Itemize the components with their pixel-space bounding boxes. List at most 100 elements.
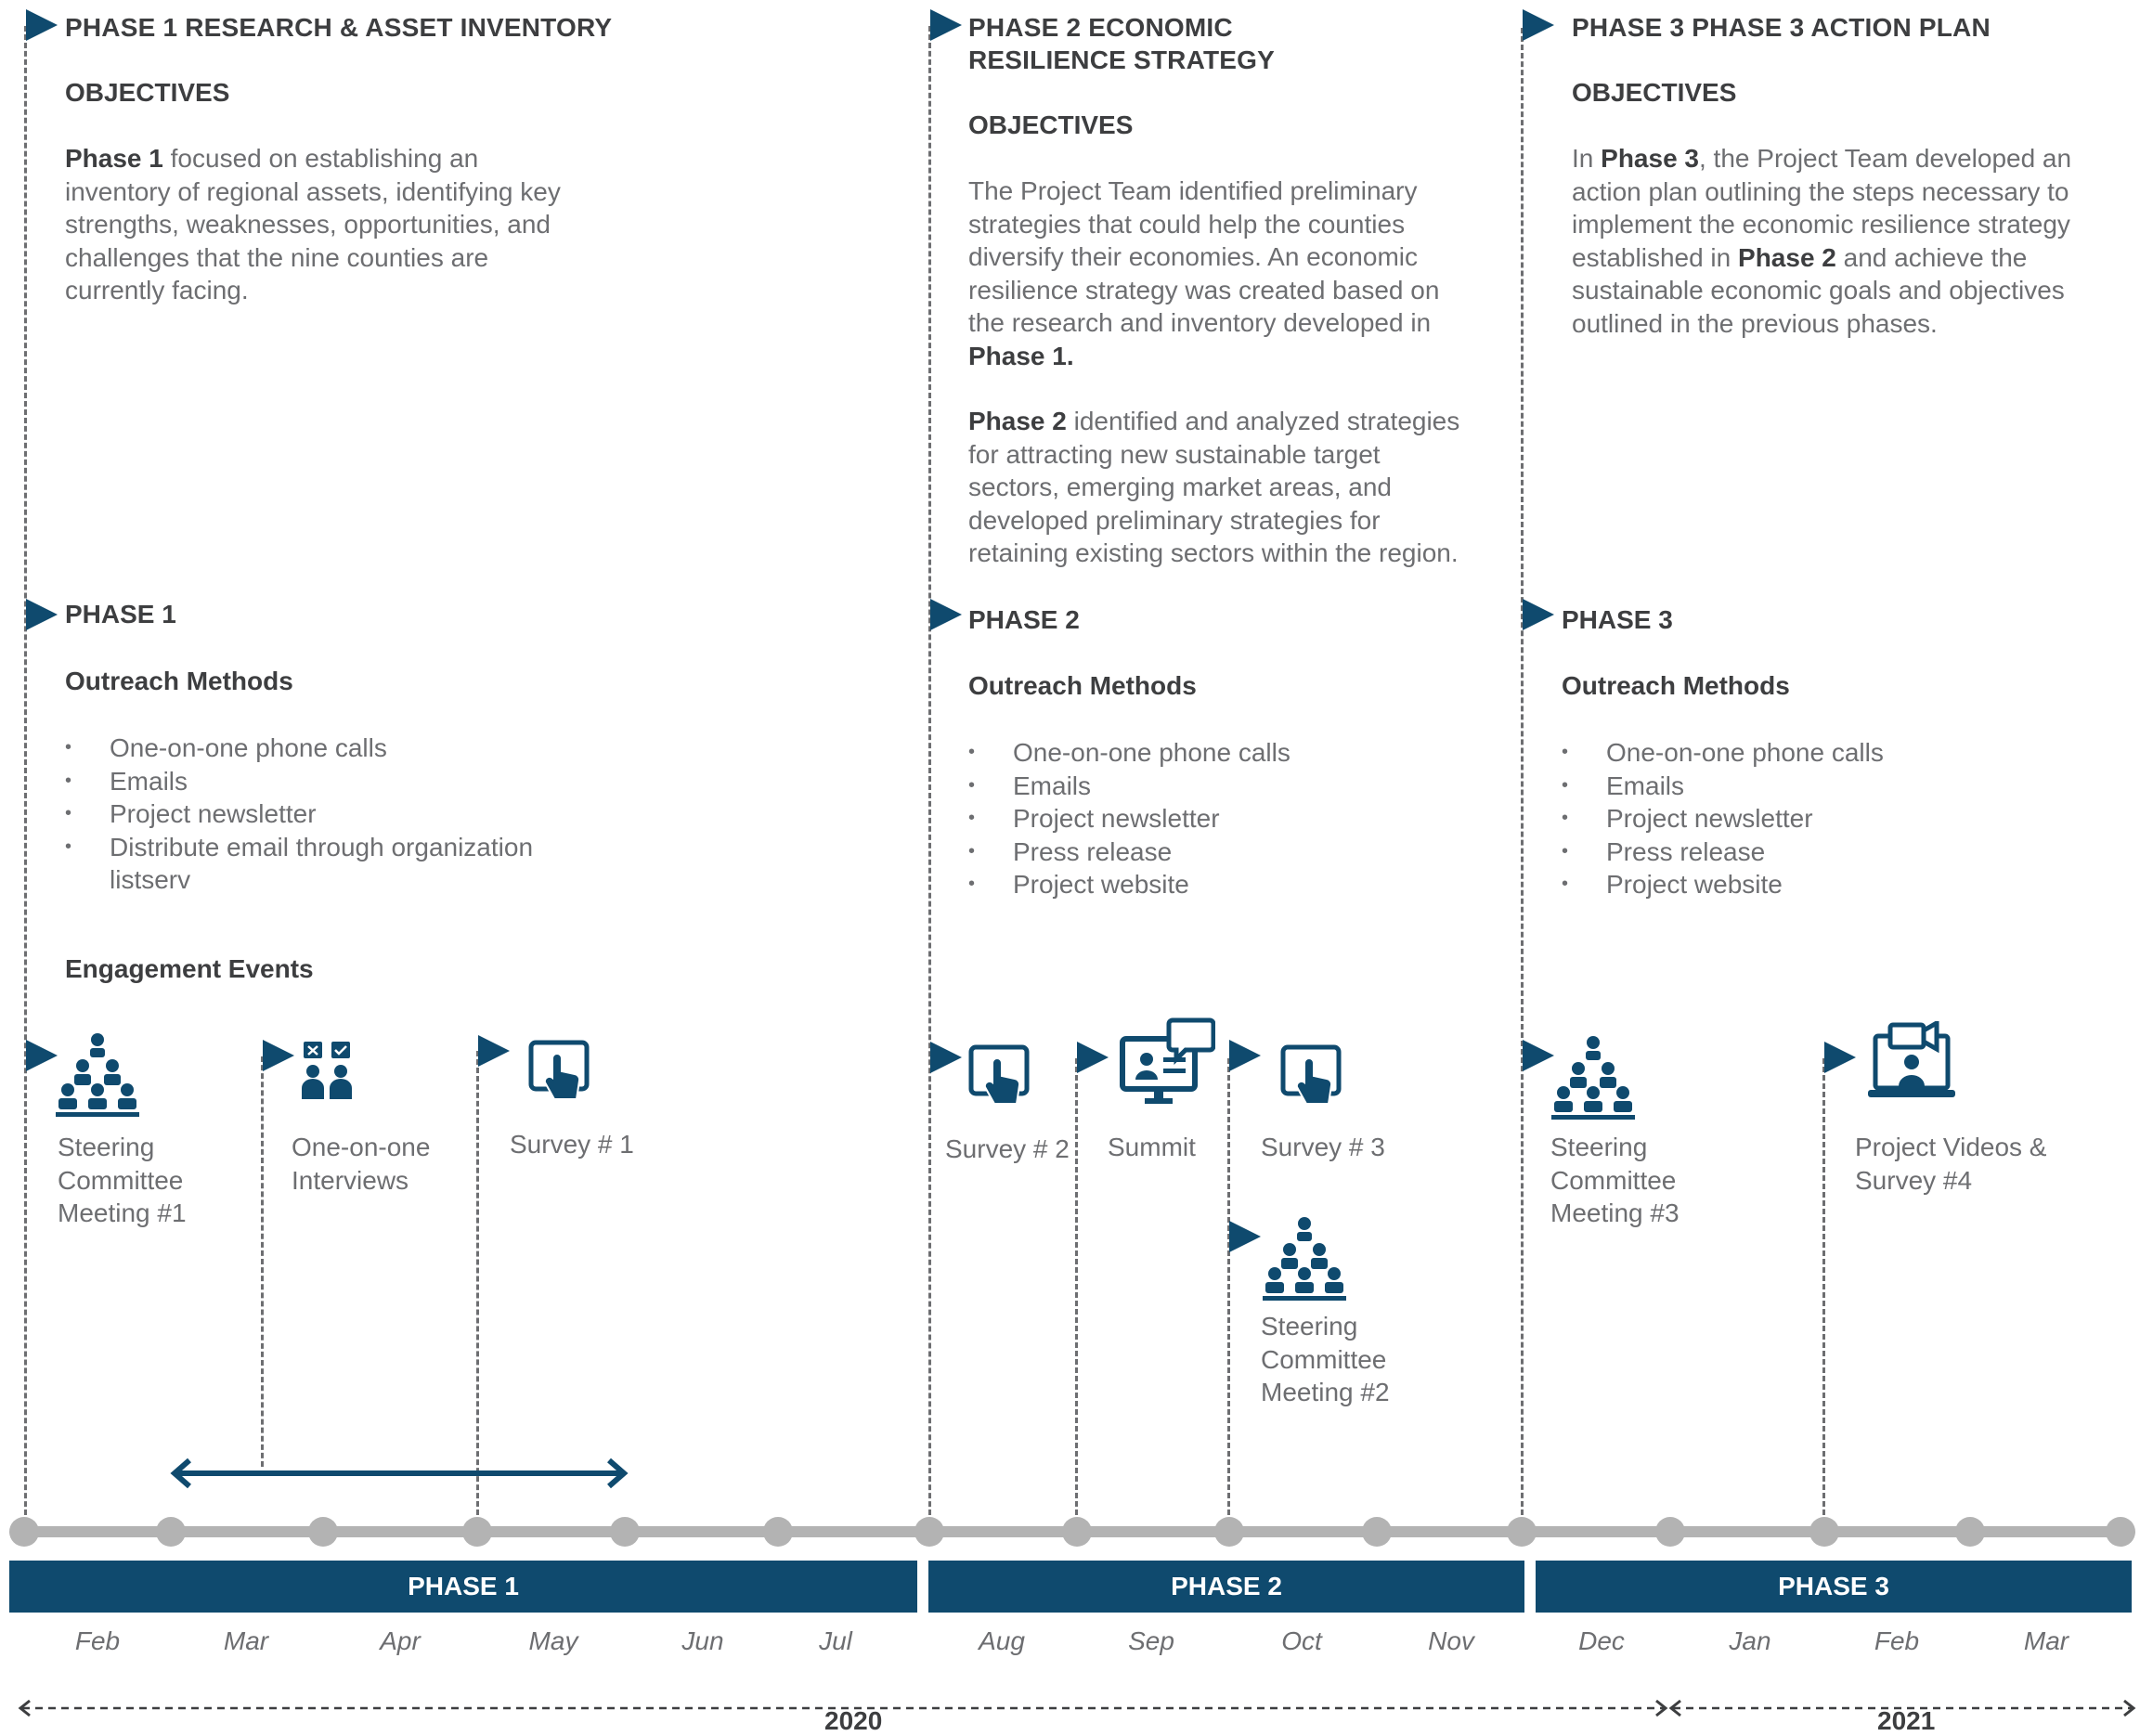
list-item: One-on-one phone calls [1562,736,2044,770]
event-label-survey-1: Survey # 1 [510,1130,634,1159]
year-2020-range-arrow-icon [18,1699,1668,1717]
phase2-outreach-flag-icon [930,599,962,630]
phase3-title: PHASE 3 PHASE 3 ACTION PLAN [1572,13,1991,42]
video-laptop-icon [1868,1021,1955,1097]
phase2-title: PHASE 2 ECONOMIC RESILIENCE STRATEGY [968,13,1275,74]
meeting-group-icon [1263,1217,1346,1301]
phase1-divider-line [24,26,27,1532]
summit-marker-line [1075,1058,1078,1532]
list-item: One-on-one phone calls [968,736,1451,770]
month-label: Jan [1729,1626,1771,1655]
event3-flag-icon [478,1035,510,1067]
event4-flag-icon [930,1042,962,1073]
videos-marker-line [1822,1058,1825,1532]
event-label-interviews: One-on-one Interviews [292,1133,431,1195]
timeline-dot [1809,1517,1839,1547]
event-label-summit: Summit [1108,1133,1196,1161]
phase2-objectives-label: OBJECTIVES [968,110,1134,139]
phase2-bar: PHASE 2 [928,1561,1524,1613]
phase2-outreach-label: Outreach Methods [968,671,1197,700]
timeline-dot [610,1517,640,1547]
month-label: Feb [74,1626,121,1655]
phase3-outreach-title: PHASE 3 [1562,605,1673,634]
event5-flag-icon [1077,1042,1109,1073]
phase3-objectives-text: In Phase 3, the Project Team developed a… [1572,144,2072,338]
survey1-marker-line [476,1051,479,1532]
survey-tap-icon [528,1040,590,1100]
phase3-flag-icon [1523,9,1554,41]
phase1-outreach-flag-icon [26,599,58,630]
list-item: Emails [65,765,566,798]
event-label-videos: Project Videos & Survey #4 [1855,1133,2047,1195]
phase1-flag-icon [26,9,58,41]
phase1-objectives-text: Phase 1 focused on establishing an inven… [65,144,561,304]
event-label-steering-3: Steering Committee Meeting #3 [1550,1133,1680,1227]
phase3-divider-line [1521,28,1524,1532]
event-label-survey-2: Survey # 2 [945,1134,1070,1163]
list-item: Project website [968,868,1451,901]
phase2-divider-line [928,26,931,1532]
event6-flag-icon [1229,1040,1261,1071]
list-item: Emails [1562,770,2044,803]
month-label: Mar [223,1626,269,1655]
event-label-steering-2: Steering Committee Meeting #2 [1261,1312,1390,1406]
list-item: Distribute email through organization li… [65,831,566,897]
interview-span-double-arrow-icon [170,1457,629,1489]
phase3-objectives-label: OBJECTIVES [1572,78,1737,107]
year-2021-range-arrow-icon [1668,1699,2136,1717]
event2-flag-icon [263,1040,294,1071]
phase3-outreach-flag-icon [1523,599,1554,630]
timeline-dot [462,1517,492,1547]
event8-flag-icon [1523,1040,1554,1071]
phase2-objectives-para2: Phase 2 identified and analyzed strategi… [968,407,1460,567]
timeline-dot [1362,1517,1392,1547]
engagement-events-label: Engagement Events [65,954,314,983]
list-item: Project newsletter [65,797,566,831]
timeline-dot [763,1517,793,1547]
phase1-objectives-label: OBJECTIVES [65,78,230,107]
meeting-group-icon [56,1033,139,1117]
month-label: Jul [819,1626,852,1655]
event1-flag-icon [26,1040,58,1071]
list-item: Press release [968,836,1451,869]
phase3-outreach-list: One-on-one phone calls Emails Project ne… [1562,736,2044,901]
month-label: Nov [1428,1626,1474,1655]
month-label: Jun [681,1626,724,1655]
timeline-dot [1655,1517,1685,1547]
timeline-dot [1507,1517,1537,1547]
year-label-2021: 2021 [1877,1706,1936,1735]
interview-icon [302,1042,352,1099]
timeline-dot [1062,1517,1092,1547]
list-item: Emails [968,770,1451,803]
summit-computer-icon [1120,1017,1215,1104]
month-label: Sep [1128,1626,1174,1655]
year-label-2020: 2020 [824,1706,883,1735]
interviews-marker-line [261,1056,264,1467]
phase1-outreach-list: One-on-one phone calls Emails Project ne… [65,732,566,897]
month-label: Apr [380,1626,421,1655]
event-label-survey-3: Survey # 3 [1261,1133,1385,1161]
survey3-marker-line [1227,1058,1230,1532]
timeline-dot [156,1517,186,1547]
timeline-dot [914,1517,944,1547]
phase2-outreach-title: PHASE 2 [968,605,1080,634]
meeting-group-icon [1551,1036,1635,1120]
list-item: Project website [1562,868,2044,901]
timeline-dot [1214,1517,1244,1547]
list-item: One-on-one phone calls [65,732,566,765]
phase1-bar: PHASE 1 [9,1561,917,1613]
list-item: Project newsletter [1562,802,2044,836]
phase3-bar: PHASE 3 [1536,1561,2132,1613]
phase2-objectives-para1: The Project Team identified preliminary … [968,176,1440,370]
month-label: Mar [2023,1626,2069,1655]
month-label: Feb [1874,1626,1920,1655]
phase1-title: PHASE 1 RESEARCH & ASSET INVENTORY [65,13,613,42]
phase2-outreach-list: One-on-one phone calls Emails Project ne… [968,736,1451,901]
phase1-outreach-label: Outreach Methods [65,667,293,695]
event7-flag-icon [1229,1221,1261,1252]
timeline-dot [308,1517,338,1547]
month-label: Aug [979,1626,1025,1655]
event9-flag-icon [1824,1042,1856,1073]
event-label-steering-1: Steering Committee Meeting #1 [58,1133,187,1227]
list-item: Project newsletter [968,802,1451,836]
